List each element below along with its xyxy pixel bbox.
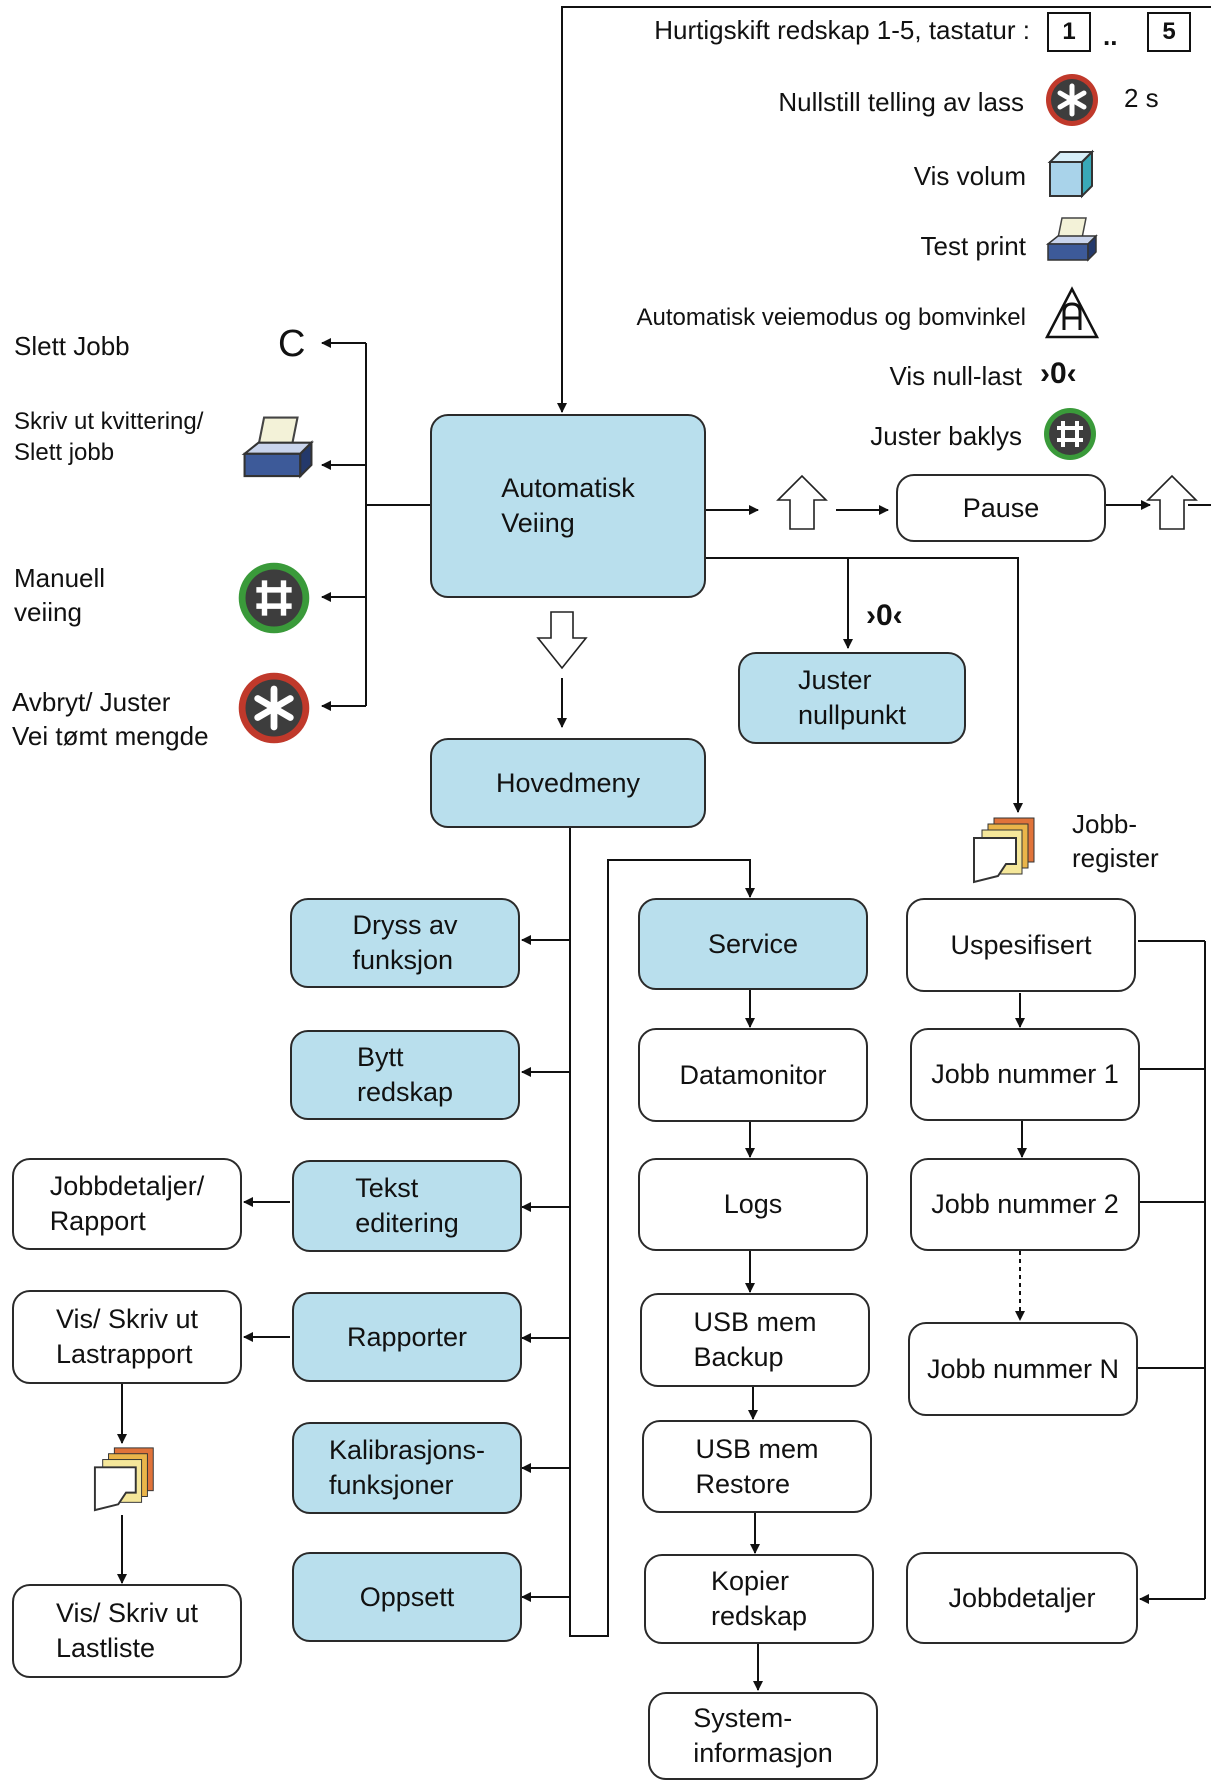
- menu-bytt-redskap[interactable]: Bytt redskap: [290, 1030, 520, 1120]
- null-load-symbol-icon[interactable]: ›0‹: [1040, 357, 1077, 390]
- null-load-label: Vis null-last: [889, 361, 1022, 391]
- auto-mode-icon[interactable]: [1044, 286, 1100, 340]
- manual-hash-icon[interactable]: [236, 560, 312, 636]
- reset-hold-time: 2 s: [1124, 83, 1159, 113]
- main-menu-node[interactable]: Hovedmeny: [430, 738, 706, 828]
- reset-asterisk-icon[interactable]: [1044, 72, 1100, 128]
- hollow-arrow-up-2: [1146, 474, 1198, 530]
- auto-mode-label: Automatisk veiemodus og bomvinkel: [636, 304, 1026, 331]
- usb-restore-node[interactable]: USB mem Restore: [642, 1420, 872, 1513]
- menu-kalibrering[interactable]: Kalibrasjons- funksjoner: [292, 1422, 522, 1514]
- job-register-label: Jobb- register: [1072, 809, 1159, 873]
- key-range-dots: ..: [1103, 21, 1118, 51]
- abort-adjust-label: Avbryt/ Juster Vei tømt mengde: [12, 687, 209, 751]
- system-info-node[interactable]: System- informasjon: [648, 1692, 878, 1780]
- service-node[interactable]: Service: [638, 898, 868, 990]
- key-1[interactable]: 1: [1047, 12, 1091, 52]
- backlight-label: Juster baklys: [870, 421, 1022, 451]
- auto-weighing-node[interactable]: Automatisk Veiing: [430, 414, 706, 598]
- menu-rapporter[interactable]: Rapporter: [292, 1292, 522, 1382]
- unspecified-job-node[interactable]: Uspesifisert: [906, 898, 1136, 992]
- hollow-arrow-down: [536, 611, 588, 670]
- print-receipt-label: Skriv ut kvittering/ Slett jobb: [14, 408, 204, 467]
- key-5[interactable]: 5: [1147, 12, 1191, 52]
- menu-tekst-editering[interactable]: Tekst editering: [292, 1160, 522, 1252]
- test-print-label: Test print: [920, 231, 1027, 261]
- reset-load-count-label: Nullstill telling av lass: [778, 87, 1024, 117]
- copy-tool-node[interactable]: Kopier redskap: [644, 1554, 874, 1644]
- printer-icon[interactable]: [236, 412, 320, 490]
- logs-node[interactable]: Logs: [638, 1158, 868, 1251]
- pause-node[interactable]: Pause: [896, 474, 1106, 542]
- printer-icon[interactable]: [1042, 214, 1102, 270]
- job-register-stack-icon: [973, 817, 1035, 884]
- zero-adjust-symbol-icon: ›0‹: [866, 599, 903, 632]
- delete-job-label: Slett Jobb: [14, 331, 130, 361]
- show-volume-label: Vis volum: [913, 161, 1026, 191]
- job-details-node[interactable]: Jobbdetaljer: [906, 1552, 1138, 1644]
- menu-oppsett[interactable]: Oppsett: [292, 1552, 522, 1642]
- load-list-node[interactable]: Vis/ Skriv ut Lastliste: [12, 1584, 242, 1678]
- menu-dryss[interactable]: Dryss av funksjon: [290, 898, 520, 988]
- job-2-node[interactable]: Jobb nummer 2: [910, 1158, 1140, 1251]
- hollow-arrow-up-1: [776, 474, 828, 530]
- backlight-hash-icon[interactable]: [1042, 406, 1098, 462]
- abort-asterisk-icon[interactable]: [236, 670, 312, 746]
- load-report-node[interactable]: Vis/ Skriv ut Lastrapport: [12, 1290, 242, 1384]
- load-report-stack-icon: [93, 1447, 154, 1512]
- volume-cube-icon[interactable]: [1044, 146, 1100, 202]
- manual-weighing-label: Manuell veiing: [14, 563, 106, 627]
- usb-backup-node[interactable]: USB mem Backup: [640, 1293, 870, 1387]
- adjust-zero-node[interactable]: Juster nullpunkt: [738, 652, 966, 744]
- job-details-report-node[interactable]: Jobbdetaljer/ Rapport: [12, 1158, 242, 1250]
- job-1-node[interactable]: Jobb nummer 1: [910, 1028, 1140, 1121]
- job-n-node[interactable]: Jobb nummer N: [908, 1322, 1138, 1416]
- quickswitch-label: Hurtigskift redskap 1-5, tastatur :: [654, 15, 1030, 45]
- c-key-icon[interactable]: C: [278, 323, 306, 365]
- datamonitor-node[interactable]: Datamonitor: [638, 1028, 868, 1122]
